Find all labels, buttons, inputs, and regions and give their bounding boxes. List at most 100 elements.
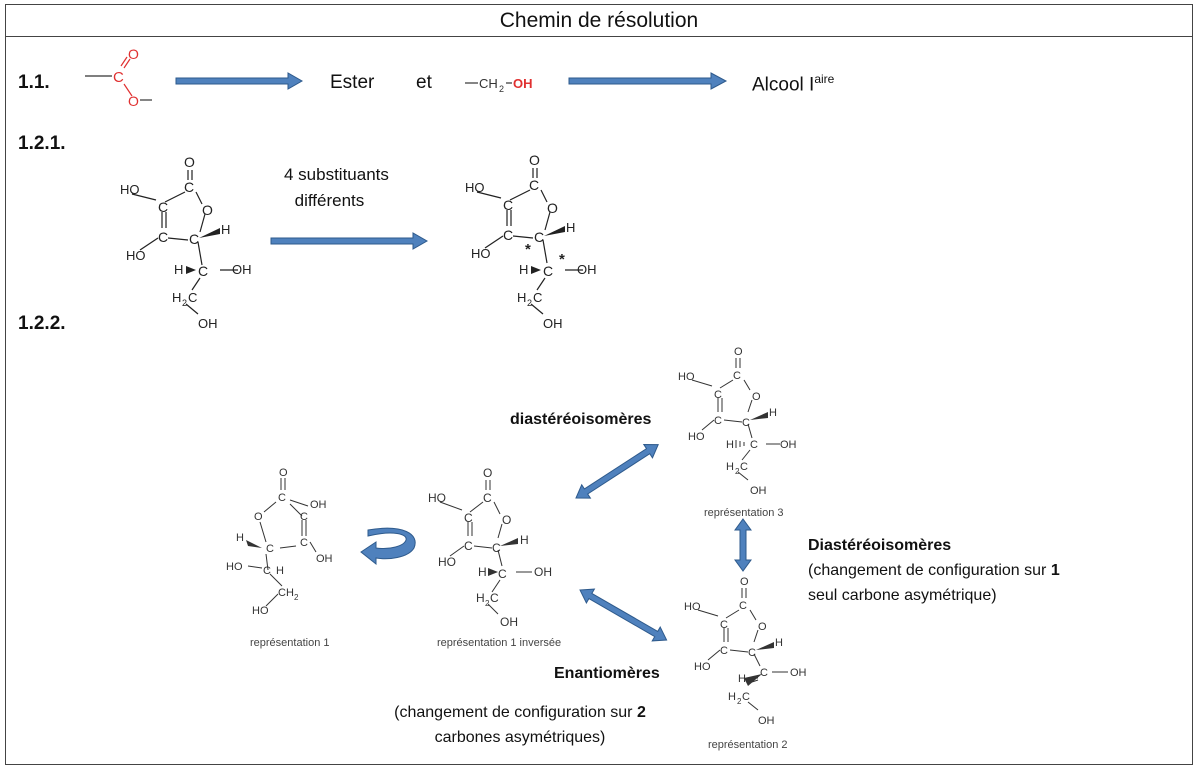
atom-oh-c5: OH: [577, 262, 597, 277]
atom-h-c5: H: [276, 565, 284, 577]
note-line-2: différents: [294, 191, 365, 210]
molecule-representation-1: O C OH O C H C C OH HO C H CH 2 HO: [226, 467, 333, 617]
atom-oh-c6: OH: [750, 485, 767, 497]
atom-h2c-sub: 2: [735, 467, 740, 476]
atom-h-c4: H: [775, 637, 783, 649]
atom-h-c5: H: [478, 565, 487, 579]
atom-ho-bottom: HO: [694, 661, 711, 673]
enantio-line2: carbones asymétriques): [434, 729, 606, 746]
atom-c2: C: [714, 389, 722, 401]
section-label-1-2-2: 1.2.2.: [18, 313, 66, 334]
atom-c1: C: [733, 370, 741, 382]
atom-c4: C: [534, 229, 544, 245]
atom-c1: C: [529, 177, 539, 193]
atom-c3: C: [714, 415, 722, 427]
atom-c3: C: [158, 229, 168, 245]
atom-o-carbonyl: O: [483, 466, 492, 480]
oh-label: OH: [513, 76, 533, 91]
atom-c1: C: [184, 179, 194, 195]
atom-c5: C: [750, 439, 758, 451]
atom-oh-bottom: OH: [316, 553, 333, 565]
atom-ho-c6: HO: [252, 605, 269, 617]
enantio-count: 2: [636, 704, 646, 721]
atom-h-c5: H: [174, 262, 183, 277]
atom-h2c: H: [172, 290, 181, 305]
atom-h-c5: H: [519, 262, 528, 277]
atom-oh-c5: OH: [232, 262, 252, 277]
atom-h2c: H: [726, 461, 734, 473]
atom-oh-c6: OH: [198, 316, 218, 330]
atom-ch2: CH: [278, 587, 294, 599]
atom-c5: C: [263, 565, 271, 577]
atom-h2c: H: [517, 290, 526, 305]
atom-h2c-sub: 2: [182, 298, 187, 308]
arrow-1-1-b: [568, 72, 728, 90]
atom-c4: C: [189, 231, 199, 247]
atom-c4: C: [492, 541, 501, 555]
atom-c6: C: [740, 461, 748, 473]
atom-h2c: H: [476, 591, 485, 605]
atom-c2: C: [720, 619, 728, 631]
atom-h2c-sub: 2: [737, 697, 742, 706]
alcool-superscript: aire: [814, 72, 835, 86]
atom-c6: C: [533, 290, 542, 305]
atom-oh-top: OH: [310, 499, 327, 511]
arrow-to-rep2: [579, 588, 668, 642]
atom-o-ring: O: [758, 621, 767, 633]
ester-oxygen-single: O: [128, 93, 139, 109]
atom-oh-c6: OH: [500, 615, 518, 629]
diastereo-right-block: Diastéréoisomères (changement de configu…: [808, 533, 1060, 608]
alcool-word: Alcool Iaire: [752, 72, 834, 96]
atom-oh-c5: OH: [780, 439, 797, 451]
enantio-line1: (changement de configuration sur: [394, 704, 637, 721]
atom-c2: C: [464, 511, 473, 525]
substituants-note: 4 substituants différents: [284, 162, 389, 214]
atom-h-c4: H: [236, 532, 244, 544]
caption-rep1-inv: représentation 1 inversée: [437, 637, 562, 649]
molecule-ascorbic-starred: O C HO C O C C * H HO H C * OH H 2 C OH: [465, 152, 597, 331]
molecule-representation-2: O C HO C O C C H HO C OH H H 2 C OH: [684, 576, 807, 727]
atom-oh-c6: OH: [758, 715, 775, 727]
header-title: Chemin de résolution: [6, 5, 1192, 37]
arrow-1-2-1: [270, 232, 429, 250]
molecule-representation-1-inversed: O C HO C O C C H HO H C OH H 2 C OH: [428, 466, 552, 629]
atom-c6: C: [188, 290, 197, 305]
atom-c4: C: [266, 543, 274, 555]
atom-c3: C: [300, 537, 308, 549]
atom-c2: C: [503, 197, 513, 213]
label-diastereo-top: diastéréoisomères: [510, 411, 652, 428]
atom-c5: C: [760, 667, 768, 679]
section-label-1-2-1: 1.2.1.: [18, 133, 66, 154]
atom-ho-top: HO: [120, 182, 140, 197]
atom-ho-bottom: HO: [471, 246, 491, 261]
arrow-rep3-rep2: [734, 518, 752, 572]
rotation-arrow: [360, 527, 416, 566]
note-line-1: 4 substituants: [284, 165, 389, 184]
atom-o-carbonyl: O: [279, 467, 288, 479]
atom-ho-bottom: HO: [688, 431, 705, 443]
diastereo-right-count: 1: [1050, 562, 1060, 579]
atom-o-ring: O: [547, 200, 558, 216]
molecule-representation-3: O C HO C O C C H HO H C OH H 2 C OH: [678, 346, 797, 497]
atom-h-c4: H: [769, 407, 777, 419]
atom-o-ring: O: [254, 511, 263, 523]
atom-c2: C: [300, 511, 308, 523]
atom-c5: C: [498, 567, 507, 581]
atom-c4: C: [742, 417, 750, 429]
atom-h2c-sub: 2: [485, 599, 490, 608]
diastereo-right-line1: (changement de configuration sur: [808, 562, 1051, 579]
diastereo-right-line2: seul carbone asymétrique): [808, 587, 997, 604]
ester-carbon: C: [113, 69, 124, 86]
atom-oh-c6: OH: [543, 316, 563, 331]
caption-rep2: représentation 2: [708, 739, 788, 751]
atom-ho-c5: HO: [226, 561, 243, 573]
atom-h2c-sub: 2: [527, 298, 532, 308]
atom-ho-top: HO: [684, 601, 701, 613]
ester-group-formula: C O O: [85, 46, 152, 109]
atom-c3: C: [464, 539, 473, 553]
atom-o-carbonyl: O: [734, 346, 743, 358]
atom-ho-top: HO: [678, 371, 695, 383]
atom-h-c4: H: [221, 222, 230, 237]
atom-c1: C: [483, 491, 492, 505]
atom-c3: C: [720, 645, 728, 657]
